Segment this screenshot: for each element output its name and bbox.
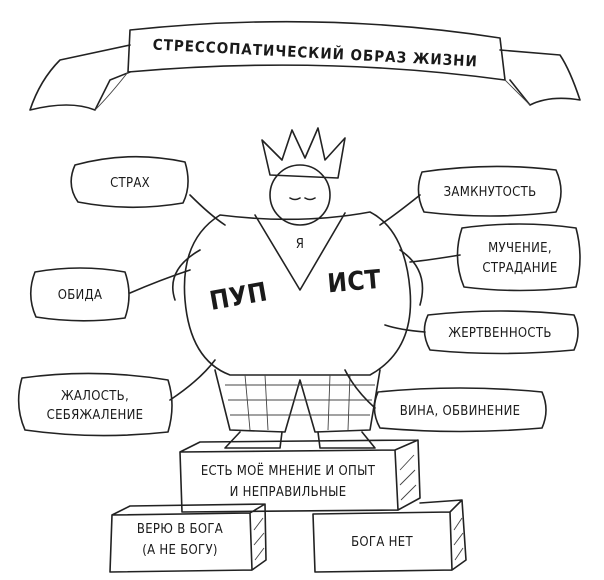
bubble-text: ВИНА, ОБВИНЕНИЕ (400, 404, 521, 419)
bubble-obida: ОБИДА (29, 267, 130, 322)
bubble-zhertvennost: ЖЕРТВЕННОСТЬ (423, 310, 579, 355)
body (183, 211, 412, 376)
brick-top: ЕСТЬ МОЁ МНЕНИЕ И ОПЫТ И НЕПРАВИЛЬНЫЕ (179, 439, 421, 513)
title-banner: СТРЕССОПАТИЧЕСКИЙ ОБРАЗ ЖИЗНИ (29, 20, 581, 111)
brick-text: ВЕРЮ В БОГА (137, 522, 223, 537)
bubble-text: СТРАДАНИЕ (482, 261, 557, 276)
bubble-muchenie: МУЧЕНИЕ, СТРАДАНИЕ (456, 223, 581, 292)
crown-icon (261, 127, 346, 179)
bubble-text: ОБИДА (58, 288, 103, 303)
brick-text: (А НЕ БОГУ) (142, 543, 218, 558)
right-belly-label: ИСТ (326, 265, 382, 300)
bubble-text: ЖЕРТВЕННОСТЬ (448, 326, 551, 341)
bubble-text: ЖАЛОСТЬ, (61, 389, 129, 404)
brick-bottom-right: БОГА НЕТ (312, 499, 467, 573)
chest-letter: Я (296, 237, 304, 252)
bubble-text: ЗАМКНУТОСТЬ (444, 185, 537, 200)
brick-text: БОГА НЕТ (351, 535, 413, 550)
left-belly-label: ПУП (207, 277, 269, 317)
brick-text: И НЕПРАВИЛЬНЫЕ (230, 485, 347, 500)
bubble-zhalost: ЖАЛОСТЬ, СЕБЯЖАЛЕНИЕ (17, 372, 173, 437)
bubble-text: МУЧЕНИЕ, (488, 241, 552, 256)
bubble-strah: СТРАХ (70, 155, 189, 209)
head (269, 164, 331, 226)
brick-text: ЕСТЬ МОЁ МНЕНИЕ И ОПЫТ (201, 463, 376, 479)
connectors (129, 194, 461, 409)
legs (214, 369, 381, 433)
bubble-text: СТРАХ (110, 176, 150, 191)
bubble-text: СЕБЯЖАЛЕНИЕ (47, 408, 144, 423)
ego-figure: Я ПУП ИСТ (171, 127, 424, 449)
bubble-zamknutost: ЗАМКНУТОСТЬ (417, 165, 562, 217)
brick-bottom-left: ВЕРЮ В БОГА (А НЕ БОГУ) (109, 503, 267, 573)
bubble-vina: ВИНА, ОБВИНЕНИЕ (373, 387, 547, 433)
